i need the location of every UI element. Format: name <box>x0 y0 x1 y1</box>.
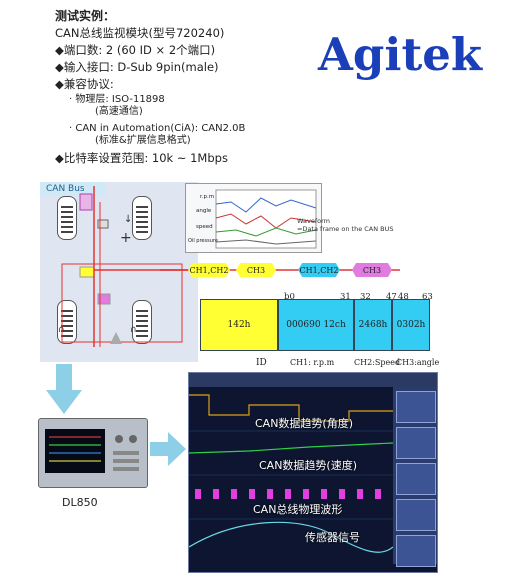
bus-tag-ch3: CH3 <box>236 263 276 277</box>
frame-id-field: 142h <box>200 299 278 351</box>
svg-text:↓: ↓ <box>124 214 132 225</box>
dl850-screen <box>45 429 105 473</box>
wave-label-angle: angle <box>196 208 212 214</box>
frame-id-label: ID <box>256 358 267 368</box>
frame-caption-ch3: CH3:angle <box>396 358 440 367</box>
softkey-button[interactable] <box>396 499 436 531</box>
wheel-icon <box>132 196 152 240</box>
bus-tag-ch12-b: CH1,CH2 <box>298 263 340 277</box>
dl850-label: DL850 <box>62 496 98 509</box>
frame-ch1-field: 000690 12ch <box>278 299 354 351</box>
scope-screen: CAN数据趋势(角度) CAN数据趋势(速度) CAN总线物理波形 传感器信号 <box>188 372 438 573</box>
waveform-note-title: Waveform <box>297 217 330 225</box>
wheel-icon <box>57 196 77 240</box>
spec-compat: ◆兼容协议: <box>55 77 114 91</box>
softkey-button[interactable] <box>396 391 436 423</box>
bit-31: 31 <box>340 292 351 302</box>
waveform-thumbnail: r.p.m angle speed Oil pressure <box>185 183 322 253</box>
scope-waveforms <box>189 394 393 553</box>
svg-text:∩: ∩ <box>130 325 137 335</box>
svg-text:+: + <box>120 230 132 246</box>
screen-label-speed: CAN数据趋势(速度) <box>259 459 358 472</box>
agitek-logo: Agitek <box>318 28 483 81</box>
spec-phy: · 物理层: ISO-11898 <box>69 94 165 105</box>
bus-tag-ch3-b: CH3 <box>352 263 392 277</box>
frame-ch2-field: 2468h <box>354 299 392 351</box>
can-bus-label: CAN Bus <box>40 182 106 196</box>
dl850-device <box>38 418 148 488</box>
softkey-button[interactable] <box>396 427 436 459</box>
spec-phy-note: (高速通信) <box>95 106 143 117</box>
bit-47: 47 <box>386 292 397 302</box>
bus-tag-ch12: CH1,CH2 <box>188 263 230 277</box>
wave-label-rpm: r.p.m <box>200 194 215 200</box>
scope-softkey-panel <box>393 387 437 567</box>
screen-label-physical: CAN总线物理波形 <box>253 503 343 516</box>
wave-label-oil: Oil pressure <box>188 238 218 244</box>
down-arrow-icon <box>46 364 82 414</box>
wheel-icon <box>132 300 152 344</box>
spec-ports: ◆端口数: 2 (60 ID × 2个端口) <box>55 43 216 57</box>
wave-label-speed: speed <box>196 224 213 230</box>
spec-cia-note: (标准&扩展信息格式) <box>95 135 191 146</box>
frame-caption-ch1: CH1: r.p.m <box>290 358 335 367</box>
bit-32: 32 <box>360 292 371 302</box>
svg-text:∩: ∩ <box>58 325 65 335</box>
spec-block: 测试实例： CAN总线监视模块(型号720240) ◆端口数: 2 (60 ID… <box>55 8 345 167</box>
softkey-button[interactable] <box>396 463 436 495</box>
screen-label-sensor: 传感器信号 <box>305 531 360 544</box>
bit-b0: b0 <box>284 292 295 302</box>
spec-title: 测试实例： <box>55 9 116 23</box>
bit-63: 63 <box>422 292 433 302</box>
spec-input: ◆输入接口: D-Sub 9pin(male) <box>55 60 219 74</box>
frame-caption-ch2: CH2:Speed <box>354 358 401 367</box>
spec-bitrate: ◆比特率设置范围: 10k ~ 1Mbps <box>55 151 228 165</box>
spec-cia: · CAN in Automation(CiA): CAN2.0B <box>69 123 246 134</box>
waveform-note: Waveform =Data frame on the CAN BUS <box>297 217 394 233</box>
spec-module: CAN总线监视模块(型号720240) <box>55 26 225 40</box>
frame-ch3-field: 0302h <box>392 299 430 351</box>
bit-48: 48 <box>398 292 409 302</box>
waveform-note-text: =Data frame on the CAN BUS <box>297 225 394 233</box>
softkey-button[interactable] <box>396 535 436 567</box>
scope-header <box>189 373 437 387</box>
screen-label-angle: CAN数据趋势(角度) <box>255 417 354 430</box>
right-arrow-icon <box>150 432 186 466</box>
